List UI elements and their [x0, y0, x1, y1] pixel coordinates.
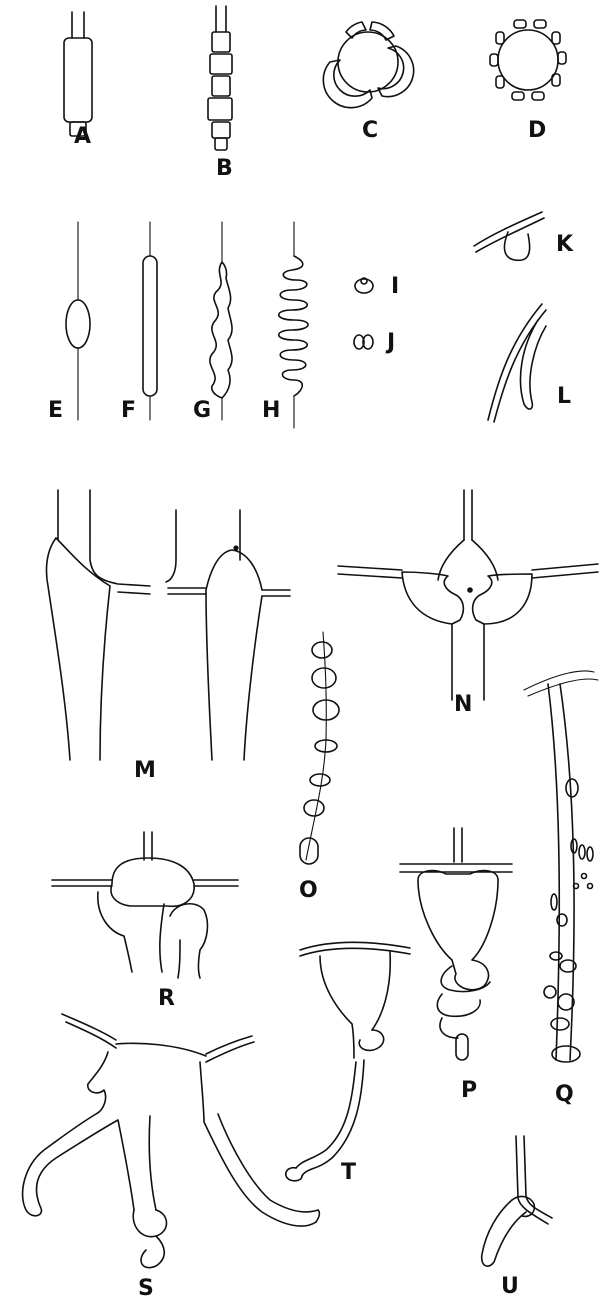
panel-l-drawing	[488, 304, 546, 422]
label-s: S	[138, 1278, 154, 1300]
label-q: Q	[555, 1084, 574, 1106]
panel-h-drawing	[279, 222, 308, 428]
panel-a-drawing	[64, 12, 92, 136]
label-c: C	[362, 120, 378, 142]
panel-f-drawing	[143, 222, 157, 420]
panel-q-drawing	[524, 671, 598, 1062]
label-n: N	[454, 694, 472, 716]
label-m: M	[134, 760, 156, 782]
panel-p-drawing	[400, 828, 512, 1060]
panel-n-drawing	[338, 490, 598, 700]
panel-g-drawing	[210, 222, 232, 420]
panel-o-drawing	[300, 632, 339, 864]
panel-d-drawing	[490, 20, 566, 100]
panel-k-drawing	[474, 212, 544, 260]
label-u: U	[501, 1276, 519, 1298]
panel-u-drawing	[482, 1136, 552, 1266]
label-i: I	[391, 276, 399, 298]
label-o: O	[299, 880, 318, 902]
label-r: R	[158, 988, 175, 1010]
label-l: L	[557, 386, 571, 408]
panel-i-drawing	[355, 278, 373, 293]
panel-t-drawing	[286, 942, 410, 1181]
label-h: H	[262, 400, 280, 422]
panel-r-drawing	[52, 832, 238, 978]
label-e: E	[48, 400, 63, 422]
label-a: A	[74, 126, 91, 148]
panel-m-drawing	[46, 490, 290, 760]
label-d: D	[528, 120, 546, 142]
panel-j-drawing	[354, 335, 373, 349]
label-j: J	[387, 332, 395, 354]
label-p: P	[461, 1080, 477, 1102]
panel-c-drawing	[323, 22, 413, 108]
panel-s-drawing	[23, 1014, 320, 1268]
panel-e-drawing	[66, 222, 90, 420]
panel-b-drawing	[208, 6, 232, 150]
label-g: G	[193, 400, 211, 422]
label-b: B	[216, 158, 233, 180]
label-k: K	[556, 234, 573, 256]
label-t: T	[341, 1162, 356, 1184]
label-f: F	[121, 400, 136, 422]
